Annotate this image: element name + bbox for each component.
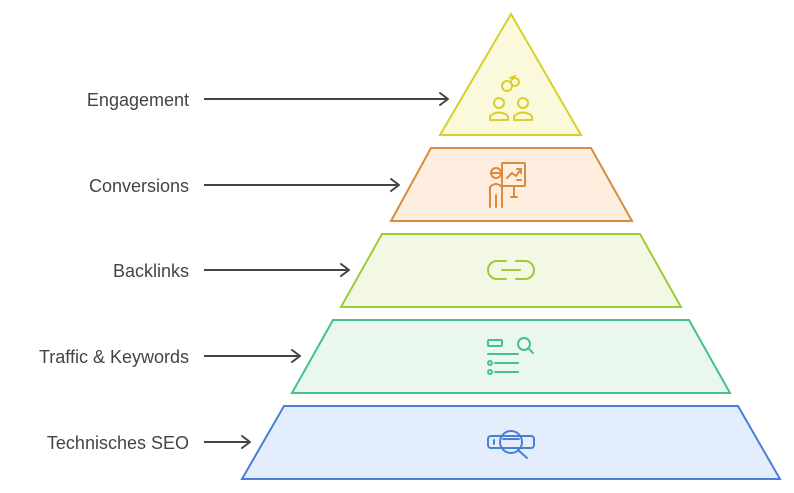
level-traffic-keywords: Traffic & Keywords <box>39 319 732 394</box>
arrow-backlinks <box>204 263 350 277</box>
arrow-traffic-keywords <box>204 349 301 363</box>
level-label-technisches-seo: Technisches SEO <box>47 433 189 453</box>
level-technisches-seo: Technisches SEO <box>47 405 782 480</box>
level-shape-engagement <box>438 12 583 136</box>
level-backlinks: Backlinks <box>113 233 683 308</box>
level-label-conversions: Conversions <box>89 176 189 196</box>
technical-seo-icon <box>487 430 535 459</box>
level-shape-conversions <box>389 147 634 222</box>
engagement-people-icon <box>489 75 533 121</box>
arrow-engagement <box>204 92 449 106</box>
level-engagement: Engagement <box>87 12 583 136</box>
level-shape-traffic-keywords <box>290 319 732 394</box>
level-shape-technisches-seo <box>240 405 782 480</box>
level-conversions: Conversions <box>89 147 634 222</box>
level-label-backlinks: Backlinks <box>113 261 189 281</box>
arrow-conversions <box>204 178 400 192</box>
link-icon <box>487 260 535 280</box>
arrow-technisches-seo <box>204 435 251 449</box>
level-label-traffic-keywords: Traffic & Keywords <box>39 347 189 367</box>
search-list-icon <box>487 337 534 375</box>
presentation-chart-icon <box>489 162 526 208</box>
level-label-engagement: Engagement <box>87 90 189 110</box>
